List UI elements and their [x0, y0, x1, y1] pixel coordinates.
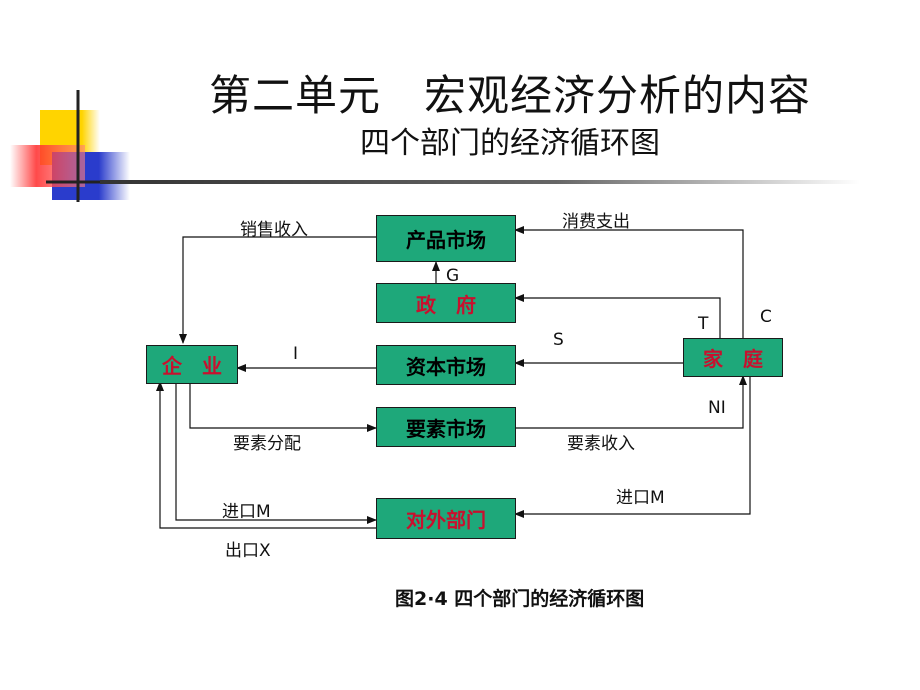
- header-rule: [100, 180, 860, 184]
- factor-distribution-arrow: [189, 382, 377, 432]
- page-title: 第二单元 宏观经济分析的内容: [208, 71, 811, 120]
- factor-income-arrow: [515, 375, 747, 429]
- page-subtitle: 四个部门的经济循环图: [360, 126, 660, 161]
- foreign-sector-box: 对外部门: [376, 498, 516, 539]
- government-box: 政 府: [376, 283, 516, 323]
- enterprise-box: 企 业: [146, 345, 238, 384]
- import-left-arrow: [175, 382, 377, 524]
- g-label: G: [446, 266, 460, 286]
- t-label: T: [698, 314, 709, 334]
- sales-revenue-label: 销售收入: [240, 220, 308, 240]
- capital-market-box: 资本市场: [376, 345, 516, 385]
- import-right-label: 进口M: [616, 488, 665, 508]
- i-label: I: [293, 344, 299, 364]
- tax-arrow: [514, 294, 721, 343]
- consumption-label: 消费支出: [562, 212, 630, 232]
- s-label: S: [553, 330, 564, 350]
- household-box: 家 庭: [683, 338, 783, 377]
- corner-decoration: [10, 90, 140, 202]
- consumption-arrow: [514, 226, 744, 343]
- factor-income-label: 要素收入: [567, 434, 635, 454]
- sales-revenue-arrow: [179, 236, 376, 344]
- ni-label: NI: [708, 398, 726, 418]
- export-arrow: [156, 381, 376, 529]
- product-market-box: 产品市场: [376, 215, 516, 262]
- c-label: C: [760, 307, 772, 327]
- export-label: 出口X: [225, 541, 271, 561]
- factor-market-box: 要素市场: [376, 407, 516, 447]
- figure-caption: 图2·4 四个部门的经济循环图: [395, 588, 645, 610]
- import-left-label: 进口M: [222, 502, 271, 522]
- import-right-arrow: [514, 376, 751, 518]
- factor-distribution-label: 要素分配: [233, 434, 301, 454]
